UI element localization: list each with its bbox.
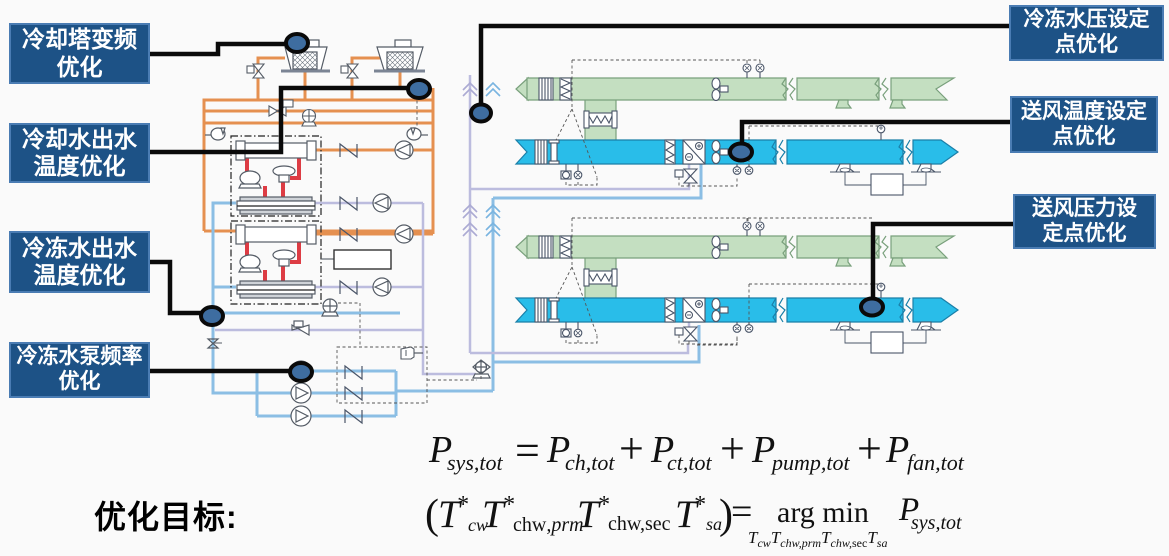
svg-text:P: P (751, 429, 775, 471)
svg-text:sa: sa (706, 514, 722, 534)
svg-text:+: + (857, 424, 882, 473)
svg-text:(: ( (425, 492, 439, 538)
svg-text:P: P (650, 429, 674, 471)
svg-text:ct,tot: ct,tot (667, 450, 712, 475)
svg-text:+: + (720, 424, 745, 473)
svg-text:cw: cw (468, 515, 488, 535)
svg-text:T: T (675, 493, 699, 536)
svg-text:chw,sec: chw,sec (608, 513, 671, 535)
svg-text:T: T (577, 493, 601, 536)
svg-text:sys,tot: sys,tot (447, 450, 504, 475)
svg-text:*: * (693, 492, 705, 518)
svg-text:T: T (438, 493, 462, 536)
svg-text:P: P (898, 492, 919, 528)
svg-text:pump,tot: pump,tot (770, 450, 851, 475)
svg-text:ch,tot: ch,tot (565, 450, 615, 475)
svg-text:arg min: arg min (777, 496, 869, 529)
svg-text:fan,tot: fan,tot (907, 450, 965, 475)
svg-text:T: T (482, 493, 506, 536)
svg-text:chw,prm: chw,prm (513, 514, 584, 536)
svg-text:=: = (515, 426, 540, 475)
svg-text:): ) (719, 492, 733, 538)
svg-text:P: P (885, 429, 909, 471)
svg-text:sys,tot: sys,tot (911, 512, 962, 534)
svg-text:P: P (546, 429, 570, 471)
svg-text:+: + (619, 424, 644, 473)
svg-text:=: = (731, 491, 752, 533)
svg-text:*: * (597, 492, 609, 518)
svg-text:*: * (502, 492, 514, 518)
svg-text:*: * (456, 492, 468, 518)
svg-text:TcwTchw,prmTchw,secTsa: TcwTchw,prmTchw,secTsa (748, 528, 887, 550)
svg-text:P: P (428, 429, 452, 471)
